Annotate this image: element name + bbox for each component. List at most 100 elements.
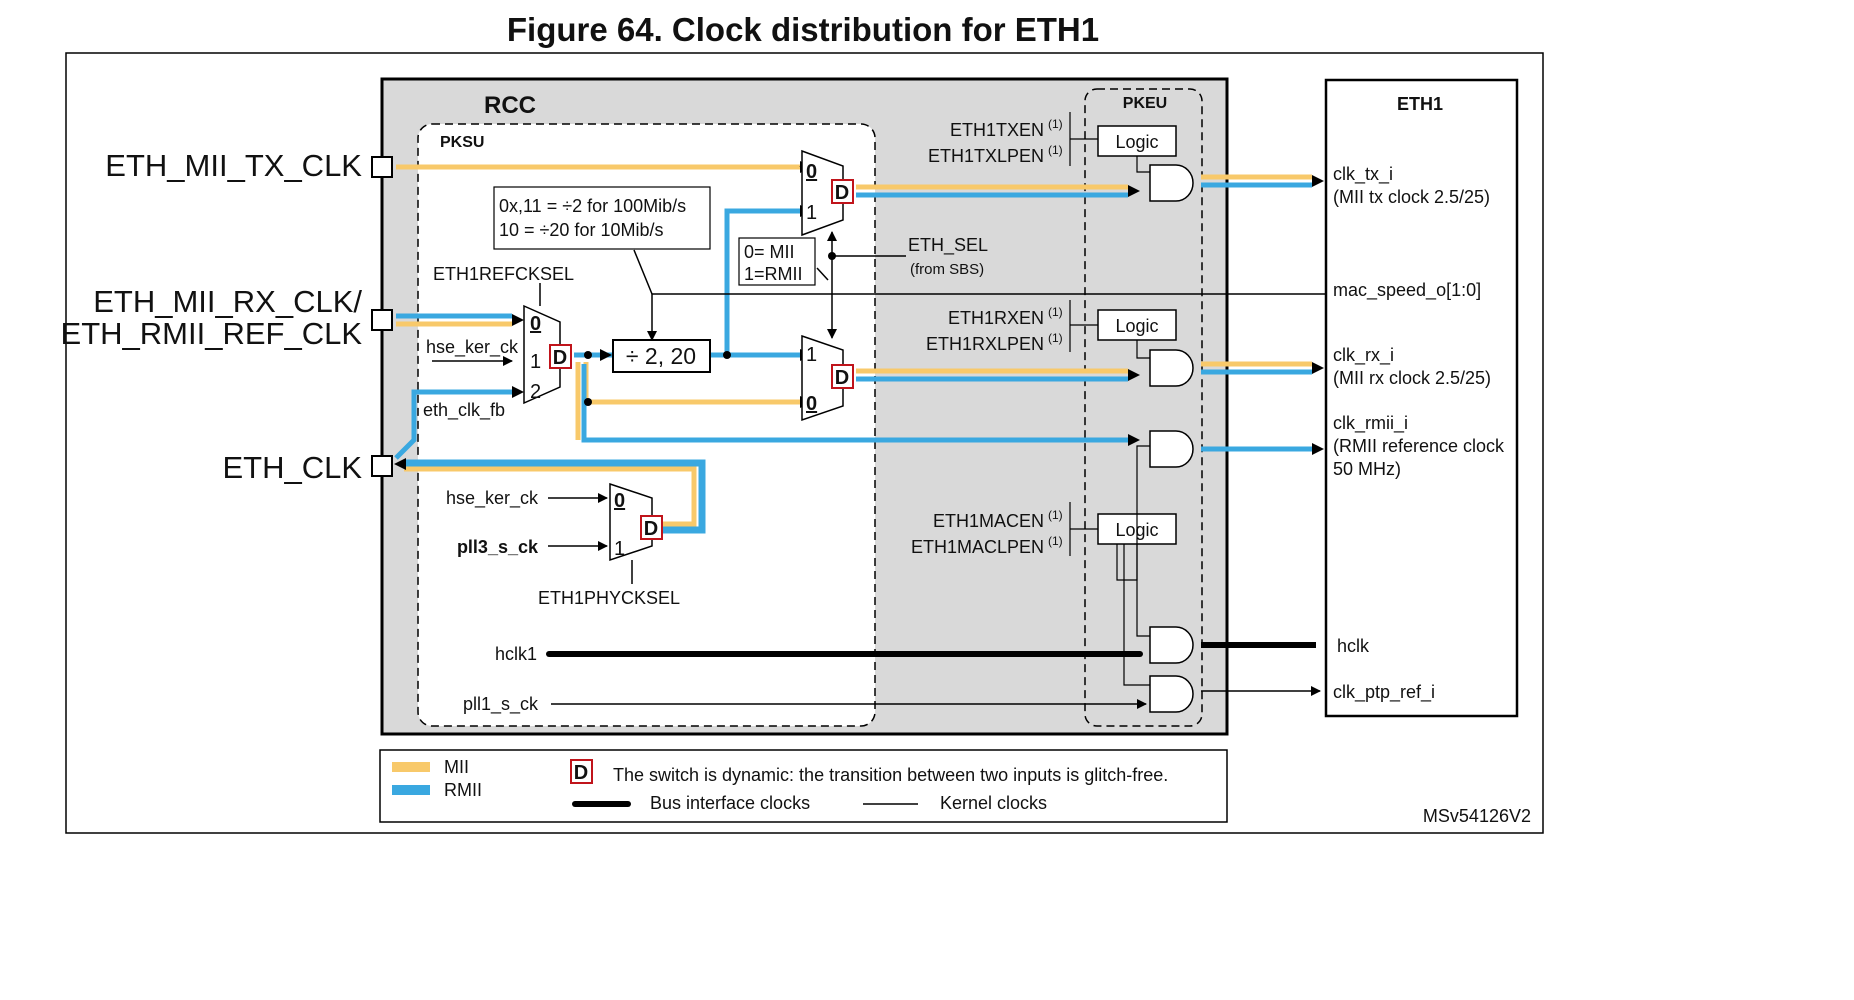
pin-mii-rx bbox=[371, 309, 393, 331]
legend-bus-label: Bus interface clocks bbox=[650, 793, 810, 813]
rx-mux-dynamic-badge bbox=[831, 364, 854, 389]
logic-tx-label: Logic bbox=[1115, 132, 1158, 152]
divider-label: ÷ 2, 20 bbox=[626, 343, 696, 369]
clk-tx-desc: (MII tx clock 2.5/25) bbox=[1333, 187, 1490, 207]
rmii-branch bbox=[581, 364, 1128, 443]
phymux-d: D bbox=[644, 518, 658, 540]
legend-mii-swatch bbox=[392, 762, 430, 772]
pll1-label: pll1_s_ck bbox=[463, 694, 539, 715]
legend-mii-label: MII bbox=[444, 757, 469, 777]
eth-clk-fb-path bbox=[394, 389, 512, 460]
clk-rx-i-label: clk_rx_i bbox=[1333, 345, 1394, 366]
phymux-dynamic-badge bbox=[640, 515, 663, 540]
phycksel-label: ETH1PHYCKSEL bbox=[538, 588, 680, 608]
logic-box-rx bbox=[1097, 309, 1177, 341]
refmux-dynamic-badge bbox=[549, 344, 572, 369]
rxen-label: ETH1RXEN bbox=[948, 308, 1044, 328]
clk-rmii-desc-2: 50 MHz) bbox=[1333, 459, 1401, 479]
legend-dynamic-text: The switch is dynamic: the transition be… bbox=[613, 765, 1168, 785]
eth-sel-note bbox=[738, 237, 816, 286]
divider-note bbox=[493, 186, 711, 250]
logic-rx-label: Logic bbox=[1115, 316, 1158, 336]
pin-eth-clk bbox=[371, 455, 393, 477]
divider-box bbox=[612, 339, 711, 373]
hse-ker-ck-b-label: hse_ker_ck bbox=[446, 488, 539, 509]
hclk-label: hclk bbox=[1337, 636, 1370, 656]
rxen-footnote: (1) bbox=[1048, 305, 1063, 319]
clk-tx-i-label: clk_tx_i bbox=[1333, 164, 1393, 185]
rxlpen-footnote: (1) bbox=[1048, 331, 1063, 345]
rx-mux bbox=[801, 334, 844, 422]
eth-sel-note-2: 1=RMII bbox=[744, 264, 803, 284]
eth1-label: ETH1 bbox=[1397, 94, 1443, 114]
txen-footnote: (1) bbox=[1048, 117, 1063, 131]
txlpen-label: ETH1TXLPEN bbox=[928, 146, 1044, 166]
legend-box bbox=[379, 749, 1228, 823]
hse-ker-ck-a-label: hse_ker_ck bbox=[426, 337, 519, 358]
refmux-in1: 1 bbox=[530, 351, 541, 373]
eth1-block bbox=[1324, 78, 1519, 718]
hclk1-label: hclk1 bbox=[495, 644, 537, 664]
phymux-in1: 1 bbox=[614, 538, 625, 560]
mac-speed-label: mac_speed_o[1:0] bbox=[1333, 280, 1481, 301]
eth-sel-label: ETH_SEL bbox=[908, 235, 988, 256]
pin-label-mii-rx-1: ETH_MII_RX_CLK/ bbox=[93, 284, 362, 319]
and-gate-hclk bbox=[1149, 626, 1194, 664]
divider-note-1: 0x,11 = ÷2 for 100Mib/s bbox=[499, 196, 686, 216]
pin-label-mii-rx-2: ETH_RMII_REF_CLK bbox=[61, 316, 363, 351]
pkeu-block bbox=[1084, 88, 1203, 727]
legend-rmii-swatch bbox=[392, 785, 430, 795]
txlpen-footnote: (1) bbox=[1048, 143, 1063, 157]
rxlpen-label: ETH1RXLPEN bbox=[926, 334, 1044, 354]
and-gate-ptp bbox=[1149, 675, 1194, 713]
tx-mux-d: D bbox=[835, 182, 849, 204]
refcksel-label: ETH1REFCKSEL bbox=[433, 264, 574, 284]
pin-label-eth-clk: ETH_CLK bbox=[222, 450, 362, 485]
legend-kernel-label: Kernel clocks bbox=[940, 793, 1047, 813]
tx-mux-in1: 1 bbox=[806, 202, 817, 224]
and-gate-rx bbox=[1149, 349, 1194, 387]
phy-out-rmii bbox=[404, 459, 706, 534]
legend-d: D bbox=[574, 762, 588, 784]
rcc-label: RCC bbox=[484, 92, 536, 119]
phymux-in0: 0 bbox=[614, 490, 625, 512]
clk-ptp-label: clk_ptp_ref_i bbox=[1333, 682, 1435, 703]
txen-label: ETH1TXEN bbox=[950, 120, 1044, 140]
and-gate-rmii bbox=[1149, 430, 1194, 468]
figure-frame bbox=[65, 52, 1544, 834]
refcksel-mux bbox=[523, 304, 561, 405]
pin-mii-tx bbox=[371, 156, 393, 178]
refmux-in0: 0 bbox=[530, 313, 541, 335]
macen-footnote: (1) bbox=[1048, 508, 1063, 522]
eth-sel-note-1: 0= MII bbox=[744, 242, 795, 262]
from-sbs-label: (from SBS) bbox=[910, 261, 984, 278]
tx-mux bbox=[801, 149, 844, 237]
macen-label: ETH1MACEN bbox=[933, 511, 1044, 531]
clk-rmii-desc-1: (RMII reference clock bbox=[1333, 436, 1505, 456]
div-out-tx bbox=[724, 208, 800, 355]
refmux-d: D bbox=[553, 347, 567, 369]
legend-dynamic-badge bbox=[570, 759, 593, 784]
divider-note-2: 10 = ÷20 for 10Mib/s bbox=[499, 220, 663, 240]
rx-mux-in1: 1 bbox=[806, 344, 817, 366]
figure-title: Figure 64. Clock distribution for ETH1 bbox=[507, 11, 1099, 48]
eth-clk-fb-label: eth_clk_fb bbox=[423, 400, 505, 421]
clk-rmii-i-label: clk_rmii_i bbox=[1333, 413, 1408, 434]
maclpen-label: ETH1MACLPEN bbox=[911, 537, 1044, 557]
clk-rx-desc: (MII rx clock 2.5/25) bbox=[1333, 368, 1491, 388]
refmux-in2: 2 bbox=[530, 381, 541, 403]
pin-label-mii-tx: ETH_MII_TX_CLK bbox=[105, 148, 362, 183]
pll3-label: pll3_s_ck bbox=[457, 537, 539, 557]
rx-mux-in0: 0 bbox=[806, 393, 817, 415]
ref-code: MSv54126V2 bbox=[1423, 806, 1531, 826]
pkeu-label: PKEU bbox=[1123, 95, 1167, 112]
phy-out-mii bbox=[404, 466, 697, 527]
rx-mux-d: D bbox=[835, 367, 849, 389]
tx-mux-in0: 0 bbox=[806, 161, 817, 183]
legend-rmii-label: RMII bbox=[444, 780, 482, 800]
phycksel-mux bbox=[609, 482, 653, 562]
maclpen-footnote: (1) bbox=[1048, 534, 1063, 548]
and-gate-tx bbox=[1149, 164, 1194, 202]
tx-mux-dynamic-badge bbox=[831, 179, 854, 204]
